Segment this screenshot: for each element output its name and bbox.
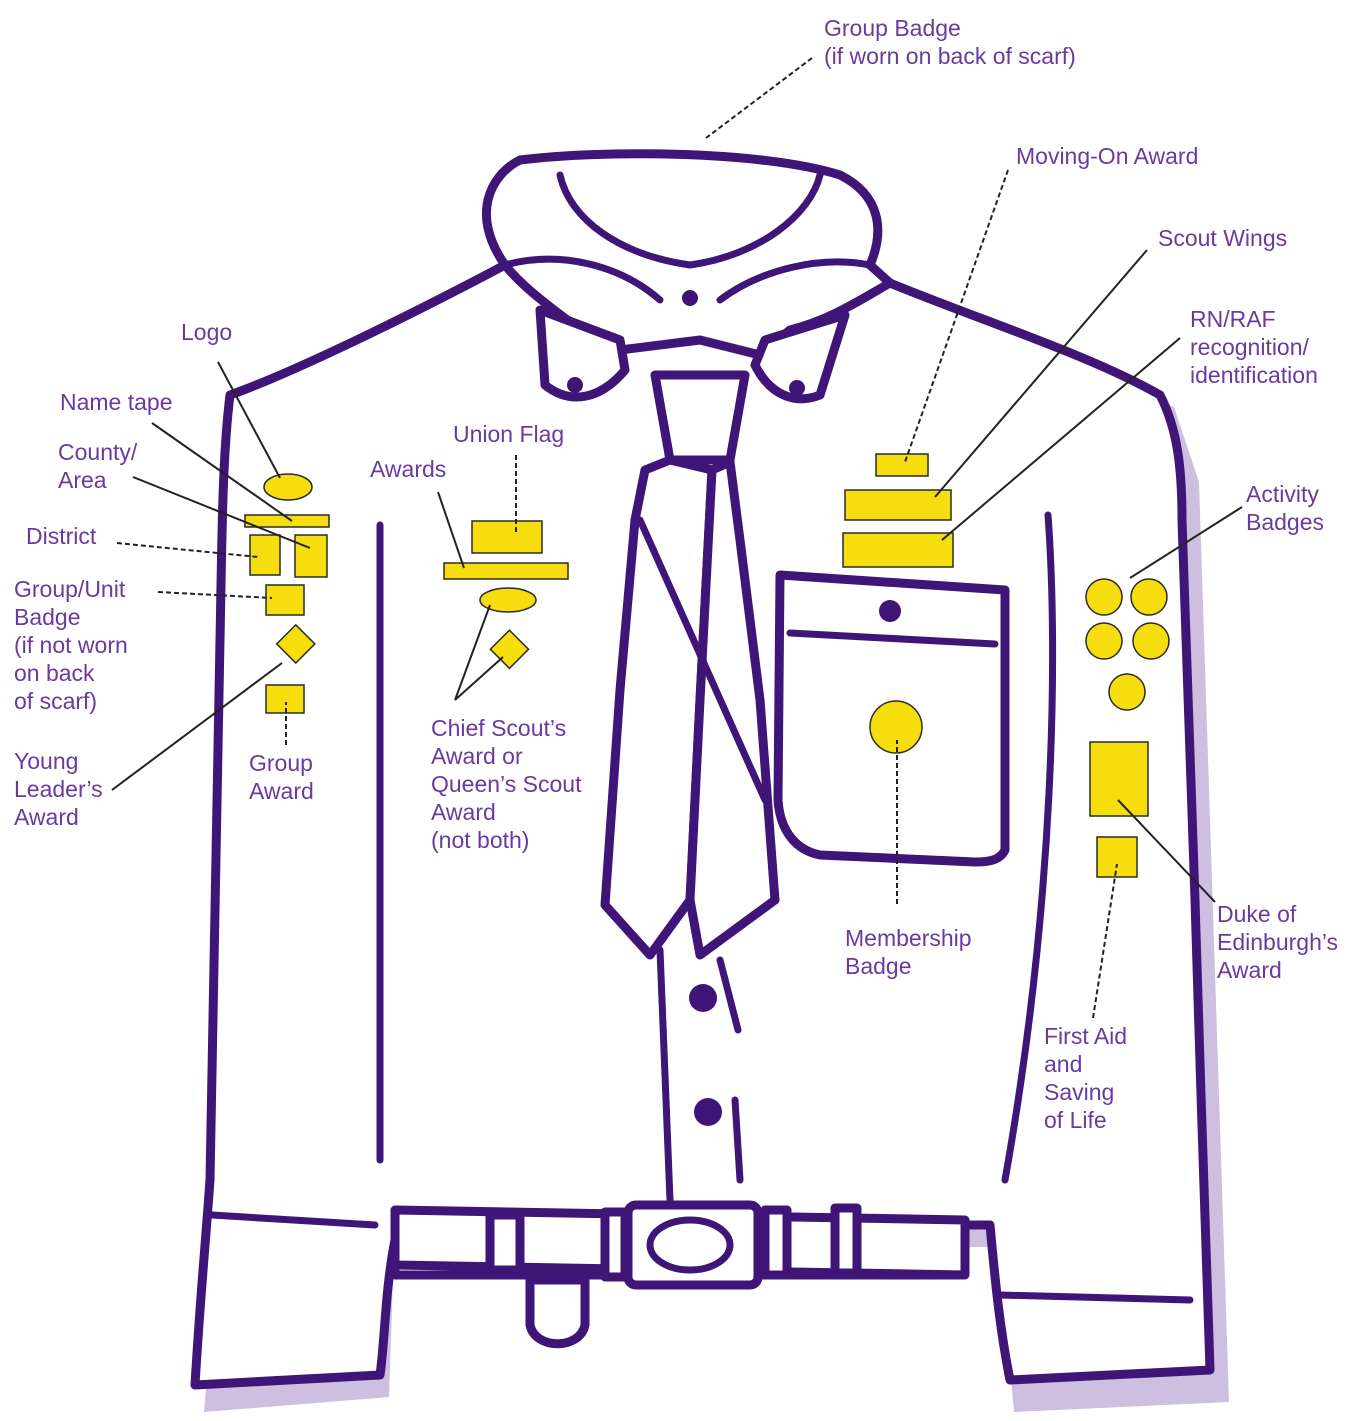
moving-on-badge	[876, 454, 928, 476]
scarf-button	[682, 290, 698, 306]
label-name-tape: Name tape	[60, 388, 173, 416]
activity-badge-1	[1086, 579, 1122, 615]
belt-loop-left	[490, 1215, 520, 1270]
union-flag-badge	[472, 521, 542, 553]
belt-loop-right	[835, 1208, 857, 1273]
woggle	[655, 375, 745, 460]
pocket-button	[879, 600, 901, 622]
collar-button-left	[567, 377, 583, 393]
membership-badge	[870, 701, 922, 753]
label-scout-wings: Scout Wings	[1158, 224, 1287, 252]
activity-badge-3	[1086, 623, 1122, 659]
district-badge	[250, 535, 280, 575]
duke-of-edinburgh-badge	[1090, 742, 1148, 816]
county-badge	[295, 535, 327, 577]
logo-badge	[264, 474, 312, 500]
right-cuff-line	[1000, 1295, 1190, 1300]
first-aid-badge	[1097, 837, 1137, 877]
label-awards: Awards	[370, 455, 446, 483]
label-group-badge-scarf: Group Badge(if worn on back of scarf)	[824, 14, 1076, 70]
group-unit-badge	[266, 585, 304, 615]
belt-keeper	[605, 1212, 625, 1277]
activity-badge-5	[1109, 674, 1145, 710]
activity-badge-2	[1131, 579, 1167, 615]
shirt-button-2	[694, 1098, 722, 1126]
activity-badge-4	[1133, 623, 1169, 659]
collar-button-right	[789, 380, 805, 396]
leader-group-badge-scarf	[706, 58, 812, 138]
belt-loop-mid	[765, 1210, 787, 1275]
label-district: District	[26, 522, 96, 550]
shirt-button-1	[689, 984, 717, 1012]
label-union-flag: Union Flag	[453, 420, 564, 448]
label-moving-on-award: Moving-On Award	[1016, 142, 1198, 170]
scout-wings-badge	[845, 490, 951, 520]
placket-line-3	[735, 1100, 740, 1180]
belt-ring	[530, 1280, 585, 1344]
label-logo: Logo	[181, 318, 232, 346]
label-county-area: County/Area	[58, 438, 137, 494]
rn-raf-badge	[843, 533, 953, 567]
